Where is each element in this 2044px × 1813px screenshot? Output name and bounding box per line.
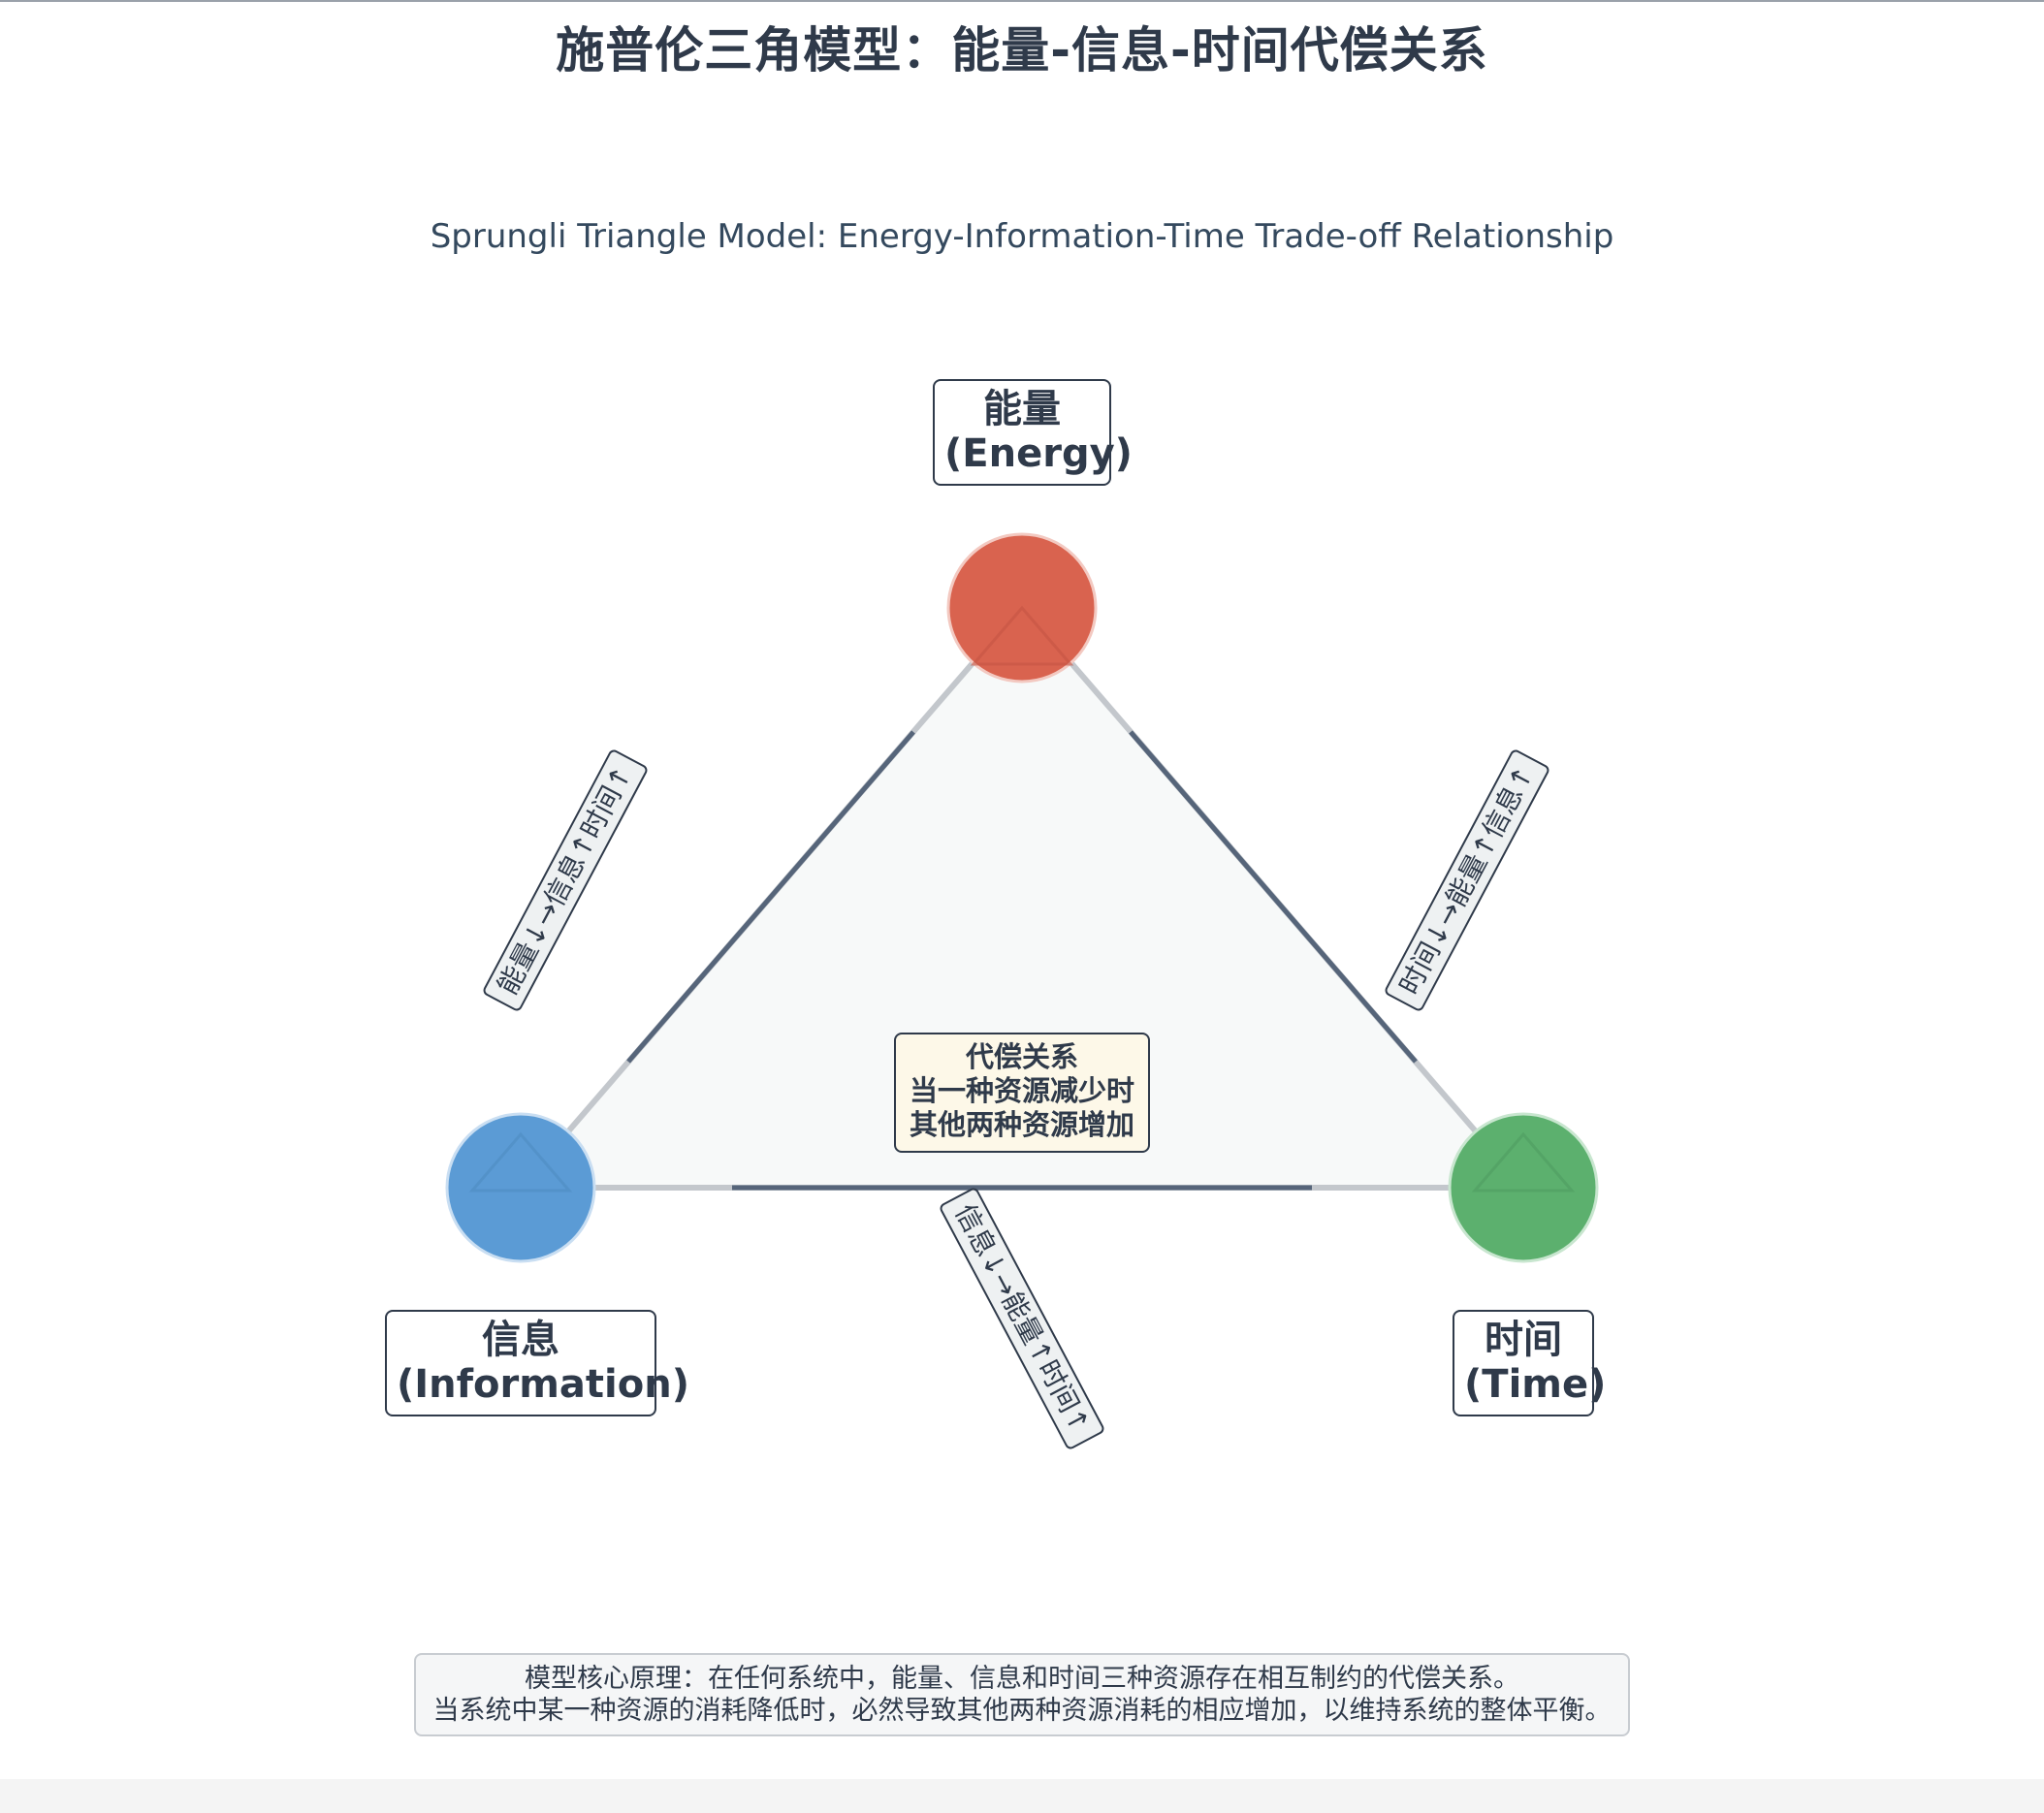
- time-node: [1448, 1112, 1599, 1263]
- information-label-en: (Information): [397, 1362, 689, 1407]
- center-line-3: 其他两种资源增加: [909, 1108, 1134, 1141]
- top-border: [0, 0, 2044, 2]
- energy-label-en: (Energy): [944, 431, 1133, 476]
- footer-line-1: 模型核心原理：在任何系统中，能量、信息和时间三种资源存在相互制约的代偿关系。: [525, 1664, 1519, 1694]
- information-label: 信息 (Information): [385, 1310, 689, 1416]
- triangle-area: [520, 606, 1524, 1188]
- center-title: 代偿关系: [965, 1040, 1078, 1073]
- footer-line-2: 当系统中某一种资源的消耗降低时，必然导致其他两种资源消耗的相应增加，以维持系统的…: [432, 1696, 1612, 1726]
- tradeoff-center-box: 代偿关系 当一种资源减少时 其他两种资源增加: [894, 1033, 1150, 1153]
- energy-label-zh: 能量: [983, 387, 1061, 431]
- time-label-en: (Time): [1464, 1362, 1607, 1407]
- time-label-zh: 时间: [1485, 1318, 1562, 1362]
- edge-energy-information-core: [626, 730, 915, 1064]
- information-label-zh: 信息: [482, 1318, 559, 1362]
- page-subtitle: Sprungli Triangle Model: Energy-Informat…: [430, 217, 1614, 256]
- model-principle-footer: 模型核心原理：在任何系统中，能量、信息和时间三种资源存在相互制约的代偿关系。 当…: [414, 1653, 1630, 1736]
- energy-label: 能量 (Energy): [933, 379, 1133, 486]
- page-title: 施普伦三角模型：能量-信息-时间代偿关系: [556, 22, 1488, 79]
- center-line-2: 当一种资源减少时: [909, 1074, 1134, 1107]
- bottom-band: [0, 1779, 2044, 1813]
- edge-energy-time-core: [1129, 730, 1418, 1064]
- information-node: [445, 1112, 596, 1263]
- time-label: 时间 (Time): [1453, 1310, 1607, 1416]
